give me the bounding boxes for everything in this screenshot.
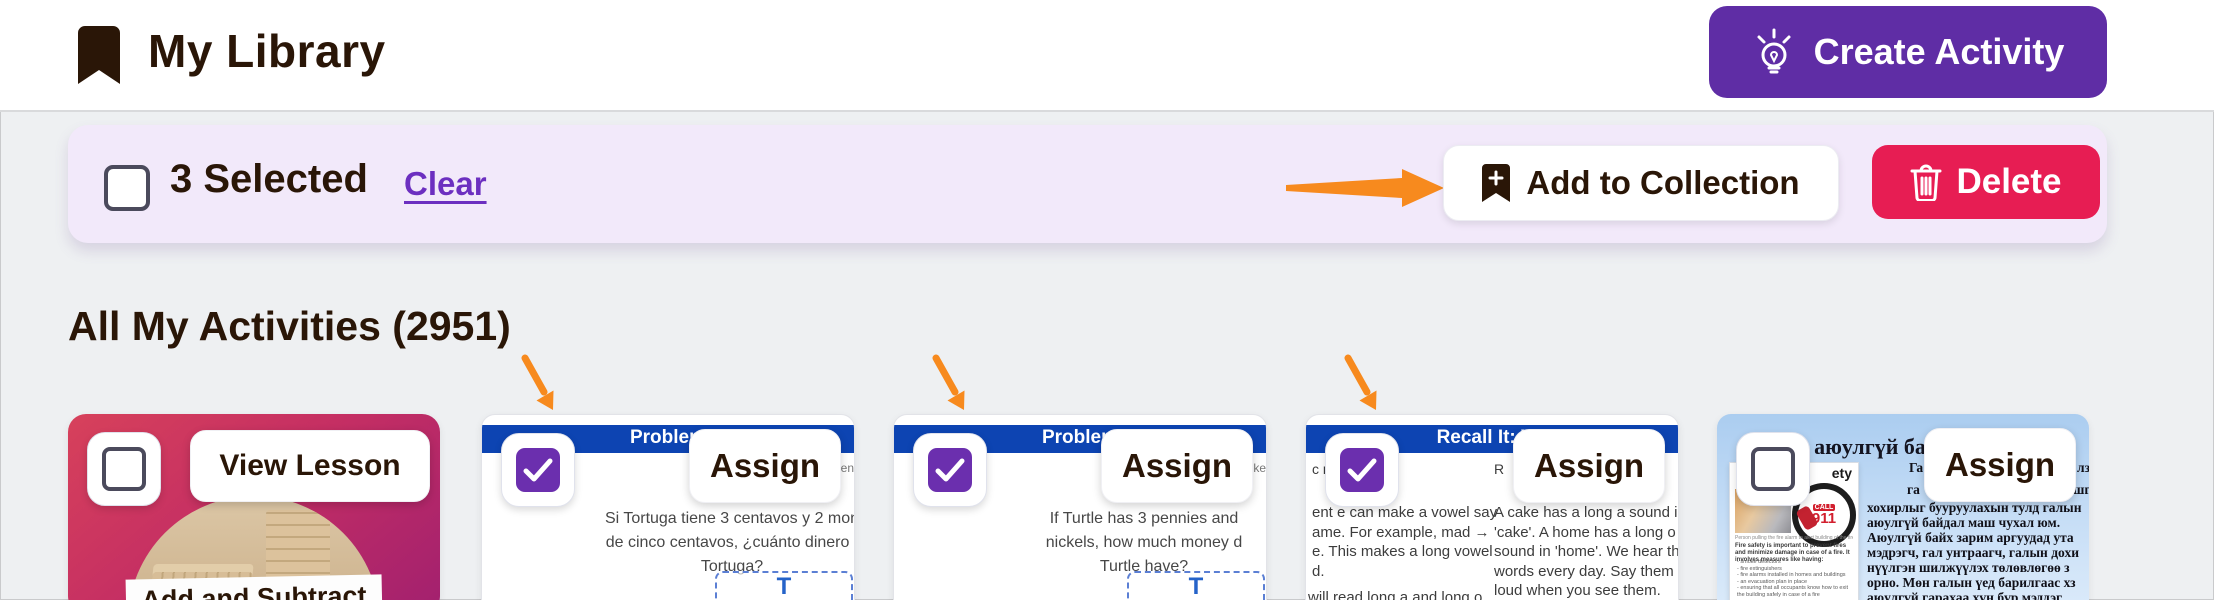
activity-card-fire-safety[interactable]: аюулгүй байдлын Га га лз шгү хохирлыг бу… <box>1717 414 2089 600</box>
assign-button[interactable]: Assign <box>1101 429 1253 503</box>
card-checkbox[interactable] <box>87 432 161 506</box>
lesson-caption: Add and Subtract <box>125 574 383 600</box>
bookmark-icon <box>78 26 120 84</box>
text-line: nickels, how much money d <box>1045 534 1243 551</box>
annotation-arrow-right-icon <box>1286 163 1446 213</box>
text-line: words every day. Say them o <box>1494 562 1679 580</box>
card-body-text: If Turtle has 3 pennies and nickels, how … <box>994 507 1266 579</box>
call-label: CALL <box>1812 504 1836 511</box>
clipped-text-fragment: шгү <box>2073 482 2089 497</box>
bookmark-plus-icon <box>1482 164 1511 202</box>
annotation-arrow-down-icon <box>517 352 563 414</box>
clipped-text-fragment: c r <box>1312 461 1328 477</box>
check-icon <box>1347 458 1377 482</box>
create-activity-button[interactable]: Create Activity <box>1709 6 2107 98</box>
text-line: ame. For example, mad → <box>1312 523 1490 541</box>
answer-input-box[interactable]: T <box>1127 571 1265 600</box>
trash-icon <box>1910 163 1942 201</box>
text-line: аюулгүй байдал маш чухал юм. <box>1867 515 2061 530</box>
selection-bar: 3 Selected Clear Add to Collection <box>68 125 2107 243</box>
text-line: d. <box>1312 562 1325 580</box>
card-checkbox[interactable] <box>1736 432 1810 506</box>
activity-card-problem-es[interactable]: Problem o cen Si Tortuga tiene 3 centavo… <box>481 414 855 600</box>
text-line: e. This makes a long vowel <box>1312 543 1493 560</box>
text-line: ent e can make a vowel say <box>1312 504 1498 521</box>
text-line: - fire alarms installed in homes and bui… <box>1737 572 1846 578</box>
text-line: If Turtle has 3 pennies and <box>1049 510 1239 527</box>
clear-selection-link[interactable]: Clear <box>404 165 487 202</box>
poster-intro-text: Fire safety is important to prevent fire… <box>1735 543 1850 563</box>
checkbox-checked <box>516 448 560 492</box>
text-line: Аюулгүй байх зарим аргуудад ута <box>1867 530 2074 545</box>
emergency-number: 911 <box>1811 510 1837 527</box>
card-body-left-last-line: will read long a and long o <box>1308 589 1483 600</box>
annotation-arrow-down-icon <box>1340 352 1386 414</box>
text-line: - an evacuation plan in place <box>1737 578 1808 585</box>
section-heading: All My Activities (2951) <box>68 303 511 349</box>
assign-button[interactable]: Assign <box>1513 429 1665 503</box>
call-911-badge: CALL 911 <box>1792 483 1856 547</box>
poster-photo-caption: Person pulling the fire alarm to alert b… <box>1735 535 1853 541</box>
card-title: Problem <box>1041 427 1119 448</box>
poster-title-fragment: ety <box>1831 465 1852 481</box>
clipped-text-fragment: га <box>1907 482 1920 497</box>
text-line: аюулгүй гарахаа хүн бүр мэддэг <box>1867 590 2063 600</box>
delete-label: Delete <box>1956 162 2062 201</box>
text-line: loud when you see them. <box>1494 582 1661 599</box>
check-icon <box>935 458 965 482</box>
card-checkbox[interactable] <box>1325 433 1399 507</box>
text-line: Turtle have? <box>1099 558 1189 575</box>
text-line: - ensuring that all occupants know how t… <box>1737 585 1848 598</box>
text-line: A cake has a long a sound in <box>1494 504 1679 521</box>
text-line: - fire extinguishers <box>1737 565 1782 572</box>
text-line: хохирлыг бууруулахын тулд галын <box>1867 500 2082 515</box>
text-line: 'cake'. A home has a long o <box>1494 523 1676 541</box>
poster-bullet-list: - smoke detectors- fire extinguishers- f… <box>1737 559 1855 598</box>
page-title: My Library <box>148 25 386 77</box>
text-line: de cinco centavos, ¿cuánto dinero t <box>605 534 855 551</box>
annotation-arrow-down-icon <box>928 352 974 414</box>
view-lesson-button[interactable]: View Lesson <box>190 430 430 502</box>
add-to-collection-button[interactable]: Add to Collection <box>1443 145 1839 221</box>
page-header: My Library Create Activity <box>0 0 2214 112</box>
checkbox-checked <box>928 448 972 492</box>
clipped-text-fragment: Га <box>1909 460 1924 475</box>
selected-count-label: 3 Selected <box>170 157 368 201</box>
card-checkbox[interactable] <box>501 433 575 507</box>
checkbox-unchecked <box>102 447 146 491</box>
assign-button[interactable]: Assign <box>1924 428 2076 502</box>
card-body-right-column: A cake has a long a sound in 'cake'. A ho… <box>1494 503 1678 600</box>
answer-input-box[interactable]: T <box>715 571 853 600</box>
delete-button[interactable]: Delete <box>1872 145 2100 219</box>
text-line: Si Tortuga tiene 3 centavos y 2 mon <box>604 510 855 527</box>
text-line: мэдрэгч, гал унтраагч, галын дохи <box>1867 545 2079 560</box>
checkbox-unchecked <box>1751 447 1795 491</box>
assign-button[interactable]: Assign <box>689 429 841 503</box>
create-activity-label: Create Activity <box>1813 31 2065 72</box>
text-line: sound in 'home'. We hear the <box>1494 543 1679 560</box>
card-body-text: Si Tortuga tiene 3 centavos y 2 mon de ci… <box>582 507 855 579</box>
add-to-collection-label: Add to Collection <box>1526 164 1800 201</box>
clipped-text-fragment: R <box>1494 461 1505 477</box>
text-line: - smoke detectors <box>1737 559 1781 565</box>
activity-card-lesson[interactable]: Add and Subtract View Lesson <box>68 414 440 600</box>
card-checkbox[interactable] <box>913 433 987 507</box>
card-body-left-column: ent e can make a vowel say ame. For examp… <box>1312 503 1498 581</box>
select-all-checkbox[interactable] <box>104 165 150 211</box>
lightbulb-icon <box>1752 28 1796 76</box>
text-line: Tortuga? <box>700 558 764 575</box>
activity-card-recall-it[interactable]: Recall It: VC c r R ent e can make a vow… <box>1305 414 1679 600</box>
card-title: Problem <box>629 427 707 448</box>
text-line: орно. Мөн галын үед барилгаас хз <box>1867 575 2076 590</box>
checkbox-checked <box>1340 448 1384 492</box>
text-line: нүүлгэн шилжүүлэх төлөвлөгөө з <box>1867 560 2070 575</box>
clipped-text-fragment: лз <box>2077 460 2089 475</box>
check-icon <box>523 458 553 482</box>
